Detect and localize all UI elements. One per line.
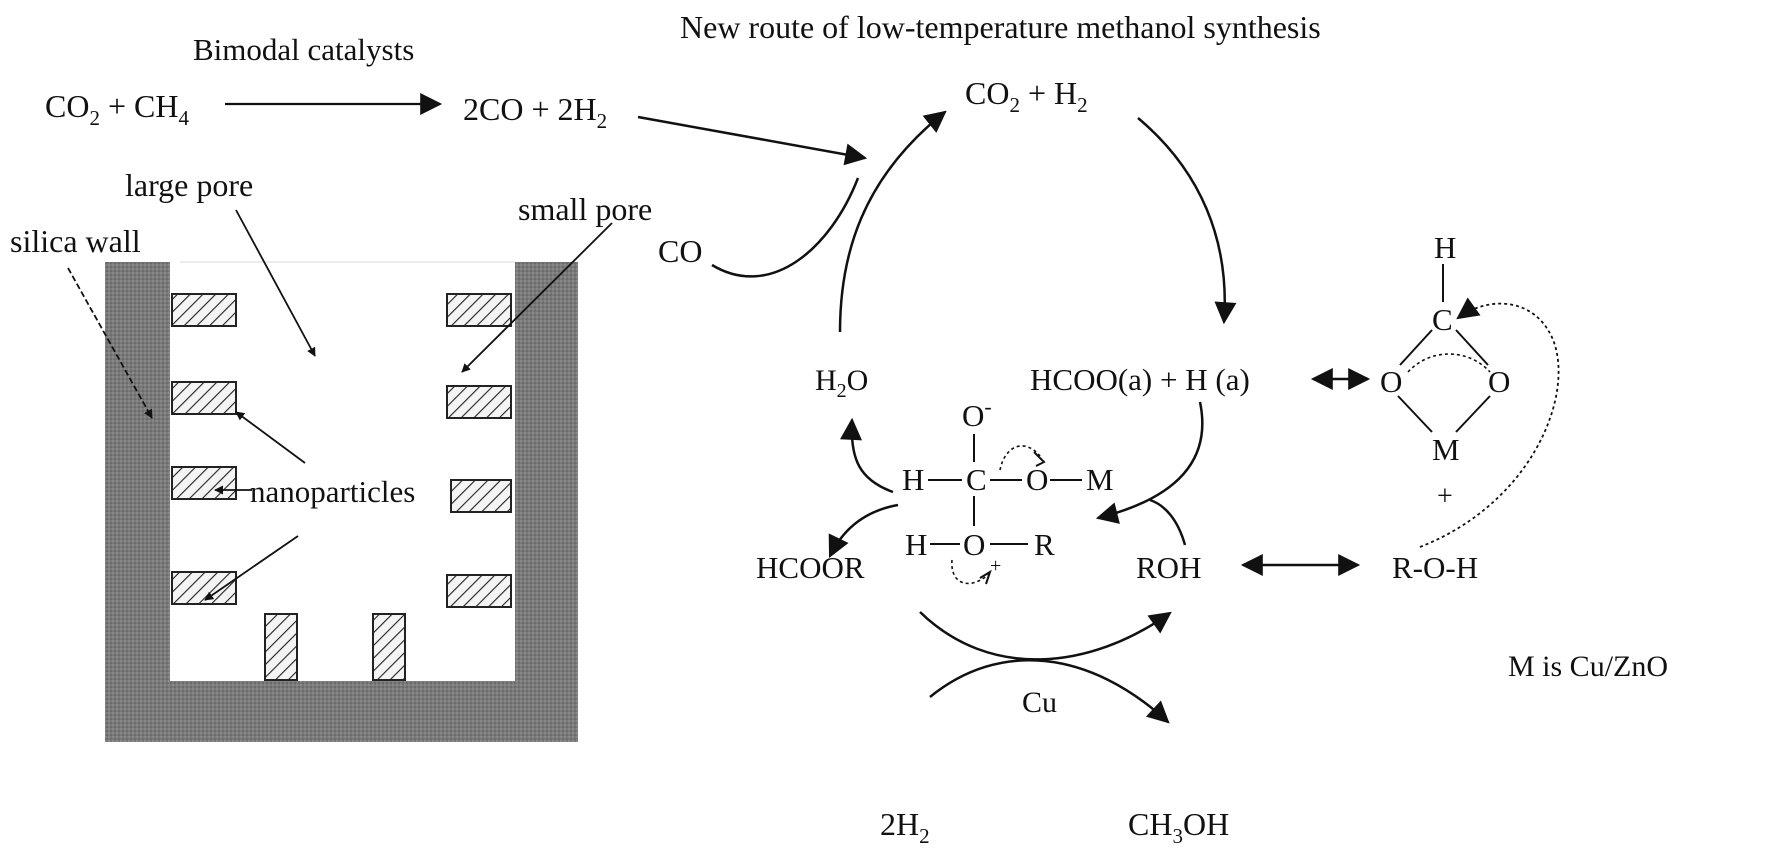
ch3oh-label: CH3OH	[1128, 806, 1229, 848]
electron-arrow	[951, 559, 989, 585]
tetrahedral-intermediate: O- H C O M H O + R	[902, 394, 1114, 585]
large-pore-label: large pore	[125, 167, 253, 203]
nanoparticle	[446, 385, 512, 419]
carbon-atom: C	[966, 462, 987, 497]
bond	[1397, 395, 1433, 433]
metal-atom: M	[1086, 462, 1114, 497]
nanoparticle	[171, 381, 237, 415]
h2-bottom-label: 2H2	[880, 806, 930, 848]
ring-h-atom: H	[1434, 230, 1456, 265]
delocalized-bond	[1407, 353, 1491, 373]
co-label: CO	[658, 233, 702, 269]
h2-to-ch3oh-arrow	[929, 659, 1170, 724]
small-pore-pointer	[461, 222, 613, 373]
nucleophilic-attack-arrow	[1419, 297, 1560, 548]
ring-bonds	[1397, 264, 1491, 433]
ring-o-right: O	[1488, 364, 1510, 399]
silica-wall-shape	[105, 262, 578, 742]
nanoparticle	[171, 571, 237, 605]
small-pore-label: small pore	[518, 191, 652, 227]
ring-plus: +	[1437, 481, 1453, 512]
o-minus-atom: O-	[962, 394, 992, 433]
r-o-h-label: R-O-H	[1392, 550, 1478, 585]
nanoparticle	[446, 293, 512, 327]
nanoparticle	[171, 293, 237, 327]
electron-arrow	[999, 445, 1041, 471]
electron-flow-curves	[951, 445, 1041, 585]
h-atom: H	[902, 462, 924, 497]
plus-charge: +	[990, 555, 1001, 577]
bond	[1455, 395, 1491, 433]
silica-wall-label: silica wall	[10, 223, 141, 259]
large-pore-pointer	[235, 209, 316, 357]
catalyst-note: M is Cu/ZnO	[1508, 650, 1668, 683]
to-hcoor-arrow	[828, 503, 899, 558]
ring-o-left: O	[1380, 364, 1402, 399]
co2-h2-label: CO2 + H2	[965, 75, 1088, 117]
electron-arrow-tip	[1033, 451, 1046, 467]
nanoparticle-pointer-upper	[235, 411, 306, 464]
formate-adsorbed-label: HCOO(a) + H (a)	[1030, 362, 1250, 397]
syngas-products: 2CO + 2H2	[463, 91, 607, 133]
ring-metal-atom: M	[1432, 432, 1460, 467]
cycle-arrows	[711, 110, 1371, 724]
nanoparticle	[171, 466, 237, 500]
hcoor-label: HCOOR	[756, 550, 865, 585]
electron-arrow-tip	[979, 569, 992, 585]
nanoparticle	[446, 574, 512, 608]
co-merge-arrow	[711, 177, 860, 278]
silica-wall-pointer	[67, 267, 153, 419]
bimodal-catalysts-label: Bimodal catalysts	[193, 32, 414, 67]
bond	[1399, 329, 1433, 366]
intermediate-bonds	[928, 434, 1082, 545]
roh-label: ROH	[1136, 550, 1201, 585]
cu-label: Cu	[1022, 686, 1057, 719]
nanoparticles-group	[171, 293, 512, 681]
h-atom-bottom: H	[905, 527, 927, 562]
cycle-labels: CO2 + H2 CO H2O HCOO(a) + H (a) HCOOR RO…	[658, 75, 1668, 848]
syngas-to-cycle-arrow	[637, 115, 868, 166]
o-atom-bottom: O	[963, 527, 985, 562]
formate-to-intermediate-arrow	[1095, 401, 1204, 524]
nanoparticle	[372, 613, 406, 681]
reforming-reaction: Bimodal catalysts New route of low-tempe…	[45, 9, 1321, 166]
to-h2o-arrow	[840, 417, 894, 494]
h2o-to-co2-arrow	[838, 110, 947, 333]
nanoparticle	[264, 613, 298, 681]
roh-merge-arrow	[1149, 498, 1187, 546]
pore-diagram: large pore small pore silica wall nanopa…	[10, 167, 652, 742]
pore-pointer-arrows	[67, 209, 613, 601]
r-group: R	[1034, 527, 1055, 562]
to-roh-arrow	[919, 611, 1172, 661]
bond	[1455, 329, 1489, 366]
h2o-label: H2O	[815, 364, 868, 402]
co2-to-formate-arrow	[1137, 117, 1237, 325]
route-title: New route of low-temperature methanol sy…	[680, 9, 1321, 45]
reactants-co2-ch4: CO2 + CH4	[45, 88, 189, 130]
formate-ring-structure: H C O O M +	[1380, 230, 1560, 548]
nanoparticle	[450, 479, 512, 513]
arrow-tips	[979, 451, 1046, 585]
nanoparticles-label: nanoparticles	[250, 474, 415, 509]
nanoparticle-pointer-lower	[204, 535, 299, 601]
ring-c-atom: C	[1432, 302, 1453, 337]
o-atom: O	[1026, 462, 1048, 497]
